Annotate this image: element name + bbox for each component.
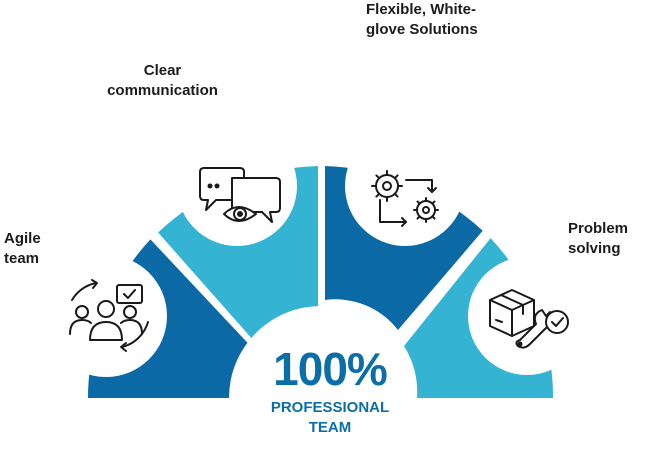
bottom-mask	[0, 398, 661, 476]
label-agile-team: Agile team	[4, 230, 41, 267]
team-sync-icon	[69, 279, 149, 352]
icon-circle-problem	[468, 257, 586, 375]
icon-circle-flexible	[345, 126, 465, 246]
label-problem-solving: Problem solving	[568, 220, 629, 257]
center-stat: 100% PROFESSIONAL TEAM	[220, 344, 440, 438]
label-clear-communication: Clear communication	[107, 62, 218, 99]
gears-cycle-icon	[371, 170, 439, 227]
chat-eye-icon	[199, 167, 281, 223]
center-subtitle: PROFESSIONAL TEAM	[270, 399, 390, 436]
percentage-value: 100%	[273, 343, 388, 395]
box-wrench-check-icon	[489, 289, 569, 349]
label-flexible-solutions: Flexible, White- glove Solutions	[366, 1, 478, 38]
